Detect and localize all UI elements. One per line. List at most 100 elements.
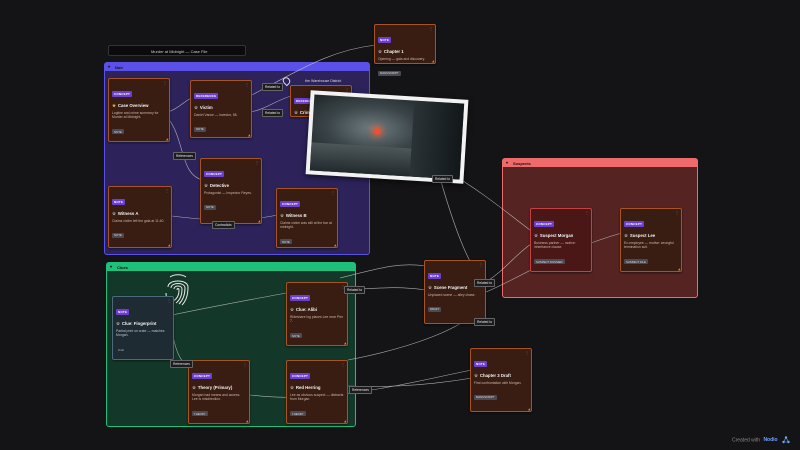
crime-scene-photo[interactable] [305, 90, 469, 184]
group-label: Suspects [513, 161, 531, 166]
card-badge: NOTE [378, 37, 392, 43]
card-title-text: Chapter 1 [383, 49, 404, 54]
card-detective[interactable]: CONCEPT ⋮ ☆Detective Protagonist — Inspe… [200, 158, 262, 224]
card-desc: Daniel Vance — investor, 58. [194, 113, 238, 117]
star-icon: ☆ [112, 211, 116, 216]
resize-handle-icon[interactable]: ◢ [247, 133, 250, 137]
card-title-text: Red Herring [295, 385, 321, 390]
card-chapter-3-draft[interactable]: NOTE ⋮ ☆Chapter 3 Draft First confrontat… [470, 348, 532, 412]
card-title-text: Scene Fragment [433, 285, 468, 290]
group-header-clues[interactable]: ▾ Clues [107, 263, 355, 271]
card-badge: NOTE [112, 199, 126, 205]
card-desc: Ex-employee — motive: wrongful terminati… [624, 241, 674, 250]
card-title-text: Witness B [285, 213, 307, 218]
card-tag: THEORY [192, 411, 208, 417]
card-title: ☆Clue: Fingerprint [116, 321, 170, 327]
resize-handle-icon[interactable]: ◢ [343, 341, 346, 345]
edge-label[interactable]: References [170, 360, 193, 368]
star-icon: ☆ [204, 183, 208, 188]
edge-label[interactable]: References [173, 152, 196, 160]
more-options-icon[interactable]: ⋮ [243, 362, 247, 367]
card-victim[interactable]: REFERENCE ⋮ ☆Victim Daniel Vance — inves… [190, 80, 252, 138]
resize-handle-icon[interactable]: ◢ [527, 407, 530, 411]
group-header-suspects[interactable]: ▾ Suspects [503, 159, 697, 167]
more-options-icon[interactable]: ⋮ [341, 284, 345, 289]
star-icon: ☆ [280, 213, 284, 218]
card-title-text: Victim [199, 105, 213, 110]
edge-label[interactable]: Related to [344, 286, 366, 294]
group-label: Clues [117, 265, 128, 270]
resize-handle-icon[interactable]: ◢ [245, 419, 248, 423]
card-desc: Logline and crime summary for Murder at … [112, 111, 159, 120]
resize-handle-icon[interactable]: ◢ [431, 59, 434, 63]
resize-handle-icon[interactable]: ◢ [333, 243, 336, 247]
card-desc: Opening — gala and discovery. [378, 57, 426, 61]
card-case-overview[interactable]: CONCEPT ⋮ ★Case Overview Logline and cri… [108, 78, 170, 142]
document-title[interactable]: Murder at Midnight — Case File [108, 45, 246, 56]
card-badge: REFERENCE [294, 98, 319, 104]
footer-brand[interactable]: Nodio [763, 437, 778, 444]
card-desc: Rideshare log places Lee near Pier 7. [290, 315, 343, 324]
card-desc: Claims victim was still at the bar at mi… [280, 221, 332, 230]
card-red-herring[interactable]: CONCEPT ⋮ ☆Red Herring Lee as obvious su… [286, 360, 348, 424]
card-title: ☆Witness B [280, 213, 334, 219]
card-scene-fragment[interactable]: NOTE ⋮ ☆Scene Fragment Unplaced scene — … [424, 260, 486, 324]
edge-label[interactable]: Contradicts [212, 221, 235, 229]
card-desc: Partial print on crate — matches Morgan. [116, 329, 165, 338]
star-icon: ★ [112, 103, 116, 108]
more-options-icon[interactable]: ⋮ [163, 80, 167, 85]
location-text: the Warehouse District [305, 78, 342, 83]
group-header-noir[interactable]: ▾ Noir [105, 63, 369, 71]
edge-label[interactable]: Related to [474, 318, 496, 326]
edge-label[interactable]: Related to [474, 279, 496, 287]
resize-handle-icon[interactable]: ◢ [167, 243, 170, 247]
photo-wall [409, 100, 465, 180]
card-title-text: Theory (Primary) [197, 385, 233, 390]
card-title-text: Detective [209, 183, 229, 188]
card-title: ☆Red Herring [290, 385, 344, 391]
star-icon: ☆ [192, 385, 196, 390]
more-options-icon[interactable]: ⋮ [331, 190, 335, 195]
chevron-down-icon[interactable]: ▾ [110, 264, 113, 269]
edge-label[interactable]: Related to [432, 175, 454, 183]
more-options-icon[interactable]: ⋮ [255, 160, 259, 165]
card-badge: NOTE [116, 309, 130, 315]
card-witness-b[interactable]: CONCEPT ⋮ ☆Witness B Claims victim was s… [276, 188, 338, 248]
more-options-icon[interactable]: ⋮ [525, 350, 529, 355]
more-options-icon[interactable]: ⋮ [167, 298, 171, 303]
resize-handle-icon[interactable]: ◢ [343, 419, 346, 423]
star-icon: ☆ [116, 321, 120, 326]
card-suspect-lee[interactable]: CONCEPT ⋮ ☆Suspect Lee Ex-employee — mot… [620, 208, 682, 272]
more-options-icon[interactable]: ⋮ [341, 362, 345, 367]
card-chapter-1[interactable]: NOTE ⋮ ☆Chapter 1 Opening — gala and dis… [374, 24, 436, 76]
card-title-text: Chapter 3 Draft [479, 373, 511, 378]
more-options-icon[interactable]: ⋮ [675, 210, 679, 215]
card-title-text: Suspect Morgan [539, 233, 574, 238]
edge-label[interactable]: Related to [262, 83, 284, 91]
more-options-icon[interactable]: ⋮ [429, 26, 433, 31]
resize-handle-icon[interactable]: ◢ [257, 219, 260, 223]
card-badge: CONCEPT [534, 221, 555, 227]
more-options-icon[interactable]: ⋮ [165, 188, 169, 193]
card-suspect-morgan[interactable]: CONCEPT ⋮ ☆Suspect Morgan Business partn… [530, 208, 592, 272]
card-witness-a[interactable]: NOTE ⋮ ☆Witness A Claims victim left the… [108, 186, 172, 248]
more-options-icon[interactable]: ⋮ [585, 210, 589, 215]
card-tag: MANUSCRIPT [378, 70, 401, 76]
card-theory-primary[interactable]: CONCEPT ⋮ ☆Theory (Primary) Morgan had m… [188, 360, 250, 424]
card-tag: NOTE [112, 129, 124, 135]
chevron-down-icon[interactable]: ▾ [506, 160, 509, 165]
star-icon: ☆ [534, 233, 538, 238]
more-options-icon[interactable]: ⋮ [479, 262, 483, 267]
chevron-down-icon[interactable]: ▾ [108, 64, 111, 69]
card-clue-alibi[interactable]: CONCEPT ⋮ ☆Clue: Alibi Rideshare log pla… [286, 282, 348, 346]
resize-handle-icon[interactable]: ◢ [165, 137, 168, 141]
card-clue-fingerprint[interactable]: NOTE ⋮ ☆Clue: Fingerprint Partial print … [112, 296, 174, 360]
edge-label[interactable]: References [349, 386, 372, 394]
card-tag: NOTE [290, 333, 302, 339]
edge-label[interactable]: Related to [262, 109, 284, 117]
location-label[interactable]: the Warehouse District [281, 75, 342, 87]
card-badge: CONCEPT [192, 373, 213, 379]
more-options-icon[interactable]: ⋮ [245, 82, 249, 87]
resize-handle-icon[interactable]: ◢ [677, 267, 680, 271]
